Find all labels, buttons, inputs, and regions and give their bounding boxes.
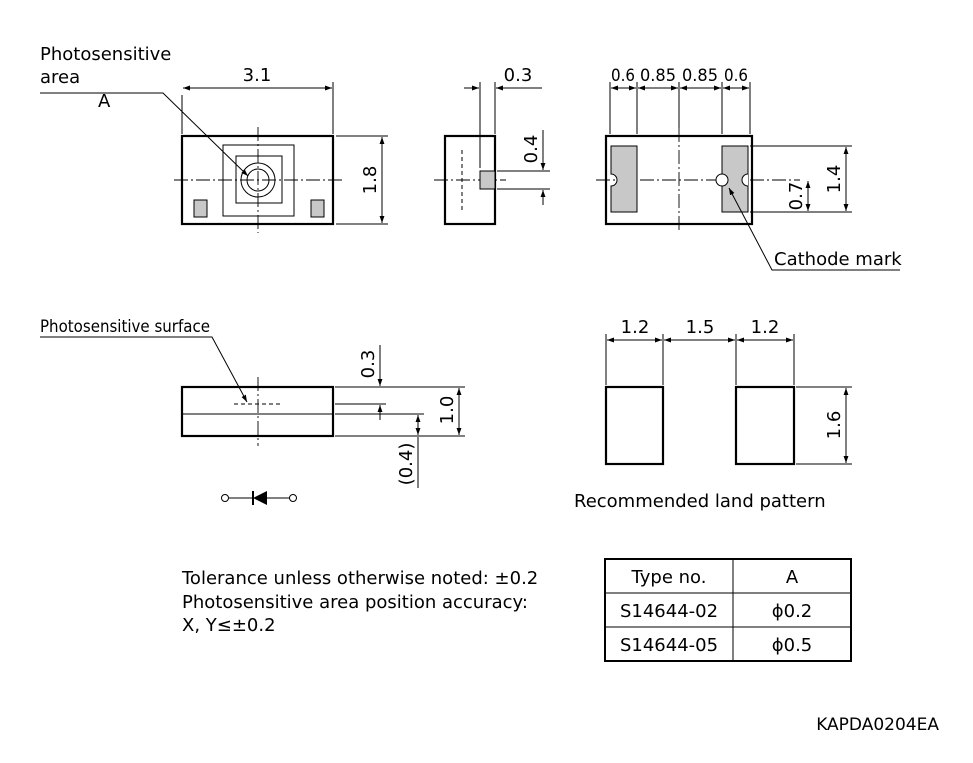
dim-land-left: 1.2 <box>621 317 650 338</box>
top-view-inner-square <box>235 155 283 204</box>
diode-symbol-icon <box>221 491 297 505</box>
top-view-pad-right <box>310 199 325 218</box>
notes: Tolerance unless otherwise noted: ±0.2 P… <box>181 568 538 636</box>
bottom-view: 0.6 0.85 0.85 0.6 1.4 0.7 Cathode mark <box>596 66 902 271</box>
top-view-outer-square <box>222 144 295 217</box>
dim-land-right: 1.2 <box>751 317 780 338</box>
note-position-accuracy: Photosensitive area position accuracy: <box>182 592 528 613</box>
bottom-view-pad-cathode <box>721 145 749 213</box>
photosensitive-area-label-2: area <box>40 67 80 88</box>
top-view: Photosensitive area A 3.1 1.8 <box>40 44 388 233</box>
photosensitive-ring-outer <box>240 162 276 198</box>
dim-pad-offset: 0.7 <box>786 182 807 211</box>
dim-land-gap: 1.5 <box>686 317 715 338</box>
dim-pad-height: 1.4 <box>824 165 845 194</box>
land-pad-left <box>604 385 665 466</box>
note-tolerance: Tolerance unless otherwise noted: ±0.2 <box>181 568 538 589</box>
table-cell: ϕ0.2 <box>772 601 813 622</box>
dim-bottom-0: 0.6 <box>611 66 635 86</box>
dim-side-window: 0.4 <box>521 135 542 164</box>
land-pattern: 1.2 1.5 1.2 1.6 Recommended land pattern <box>574 317 852 512</box>
dim-front-offset: (0.4) <box>396 443 417 486</box>
cathode-notch-right <box>741 173 749 187</box>
side-view-window <box>479 170 496 190</box>
table-cell: S14644-02 <box>620 601 718 622</box>
front-view-body <box>180 385 335 438</box>
dim-land-height: 1.6 <box>824 411 845 440</box>
land-pattern-caption: Recommended land pattern <box>574 491 826 512</box>
drawing-code: KAPDA0204EA <box>816 715 939 735</box>
cathode-mark-leader <box>728 187 900 271</box>
type-table: Type no. A S14644-02 ϕ0.2 S14644-05 ϕ0.5 <box>604 558 852 662</box>
photosensitive-surface-leader <box>40 336 248 403</box>
dim-front-height: 1.0 <box>437 396 458 425</box>
top-view-pad-left <box>193 199 208 218</box>
side-view: 0.3 0.4 <box>434 65 550 226</box>
front-view: Photosensitive surface 0.3 1.0 (0.4) <box>40 317 465 505</box>
area-symbol-label: A <box>98 91 111 112</box>
cathode-notch <box>715 173 729 187</box>
photosensitive-surface-label: Photosensitive surface <box>40 317 210 337</box>
note-xy: X, Y≤±0.2 <box>182 615 276 636</box>
bottom-view-pad-anode <box>610 145 638 213</box>
table-header-a: A <box>786 567 799 588</box>
dim-bottom-1: 0.85 <box>640 66 676 86</box>
dim-side-width: 0.3 <box>504 65 533 86</box>
dim-surface-depth: 0.3 <box>358 350 379 379</box>
table-border <box>604 558 852 662</box>
land-pad-right <box>734 385 796 466</box>
table-header-type: Type no. <box>631 567 707 588</box>
dim-bottom-2: 0.85 <box>682 66 718 86</box>
dim-bottom-3: 0.6 <box>724 66 748 86</box>
table-cell: ϕ0.5 <box>772 635 813 656</box>
photosensitive-area-label-1: Photosensitive <box>40 44 171 65</box>
dim-top-height: 1.8 <box>360 166 381 195</box>
dim-top-width: 3.1 <box>243 65 272 86</box>
cathode-mark-label: Cathode mark <box>774 249 902 270</box>
table-cell: S14644-05 <box>620 635 718 656</box>
photosensitive-area-circle <box>246 168 270 192</box>
photosensitive-area-leader <box>40 92 249 177</box>
